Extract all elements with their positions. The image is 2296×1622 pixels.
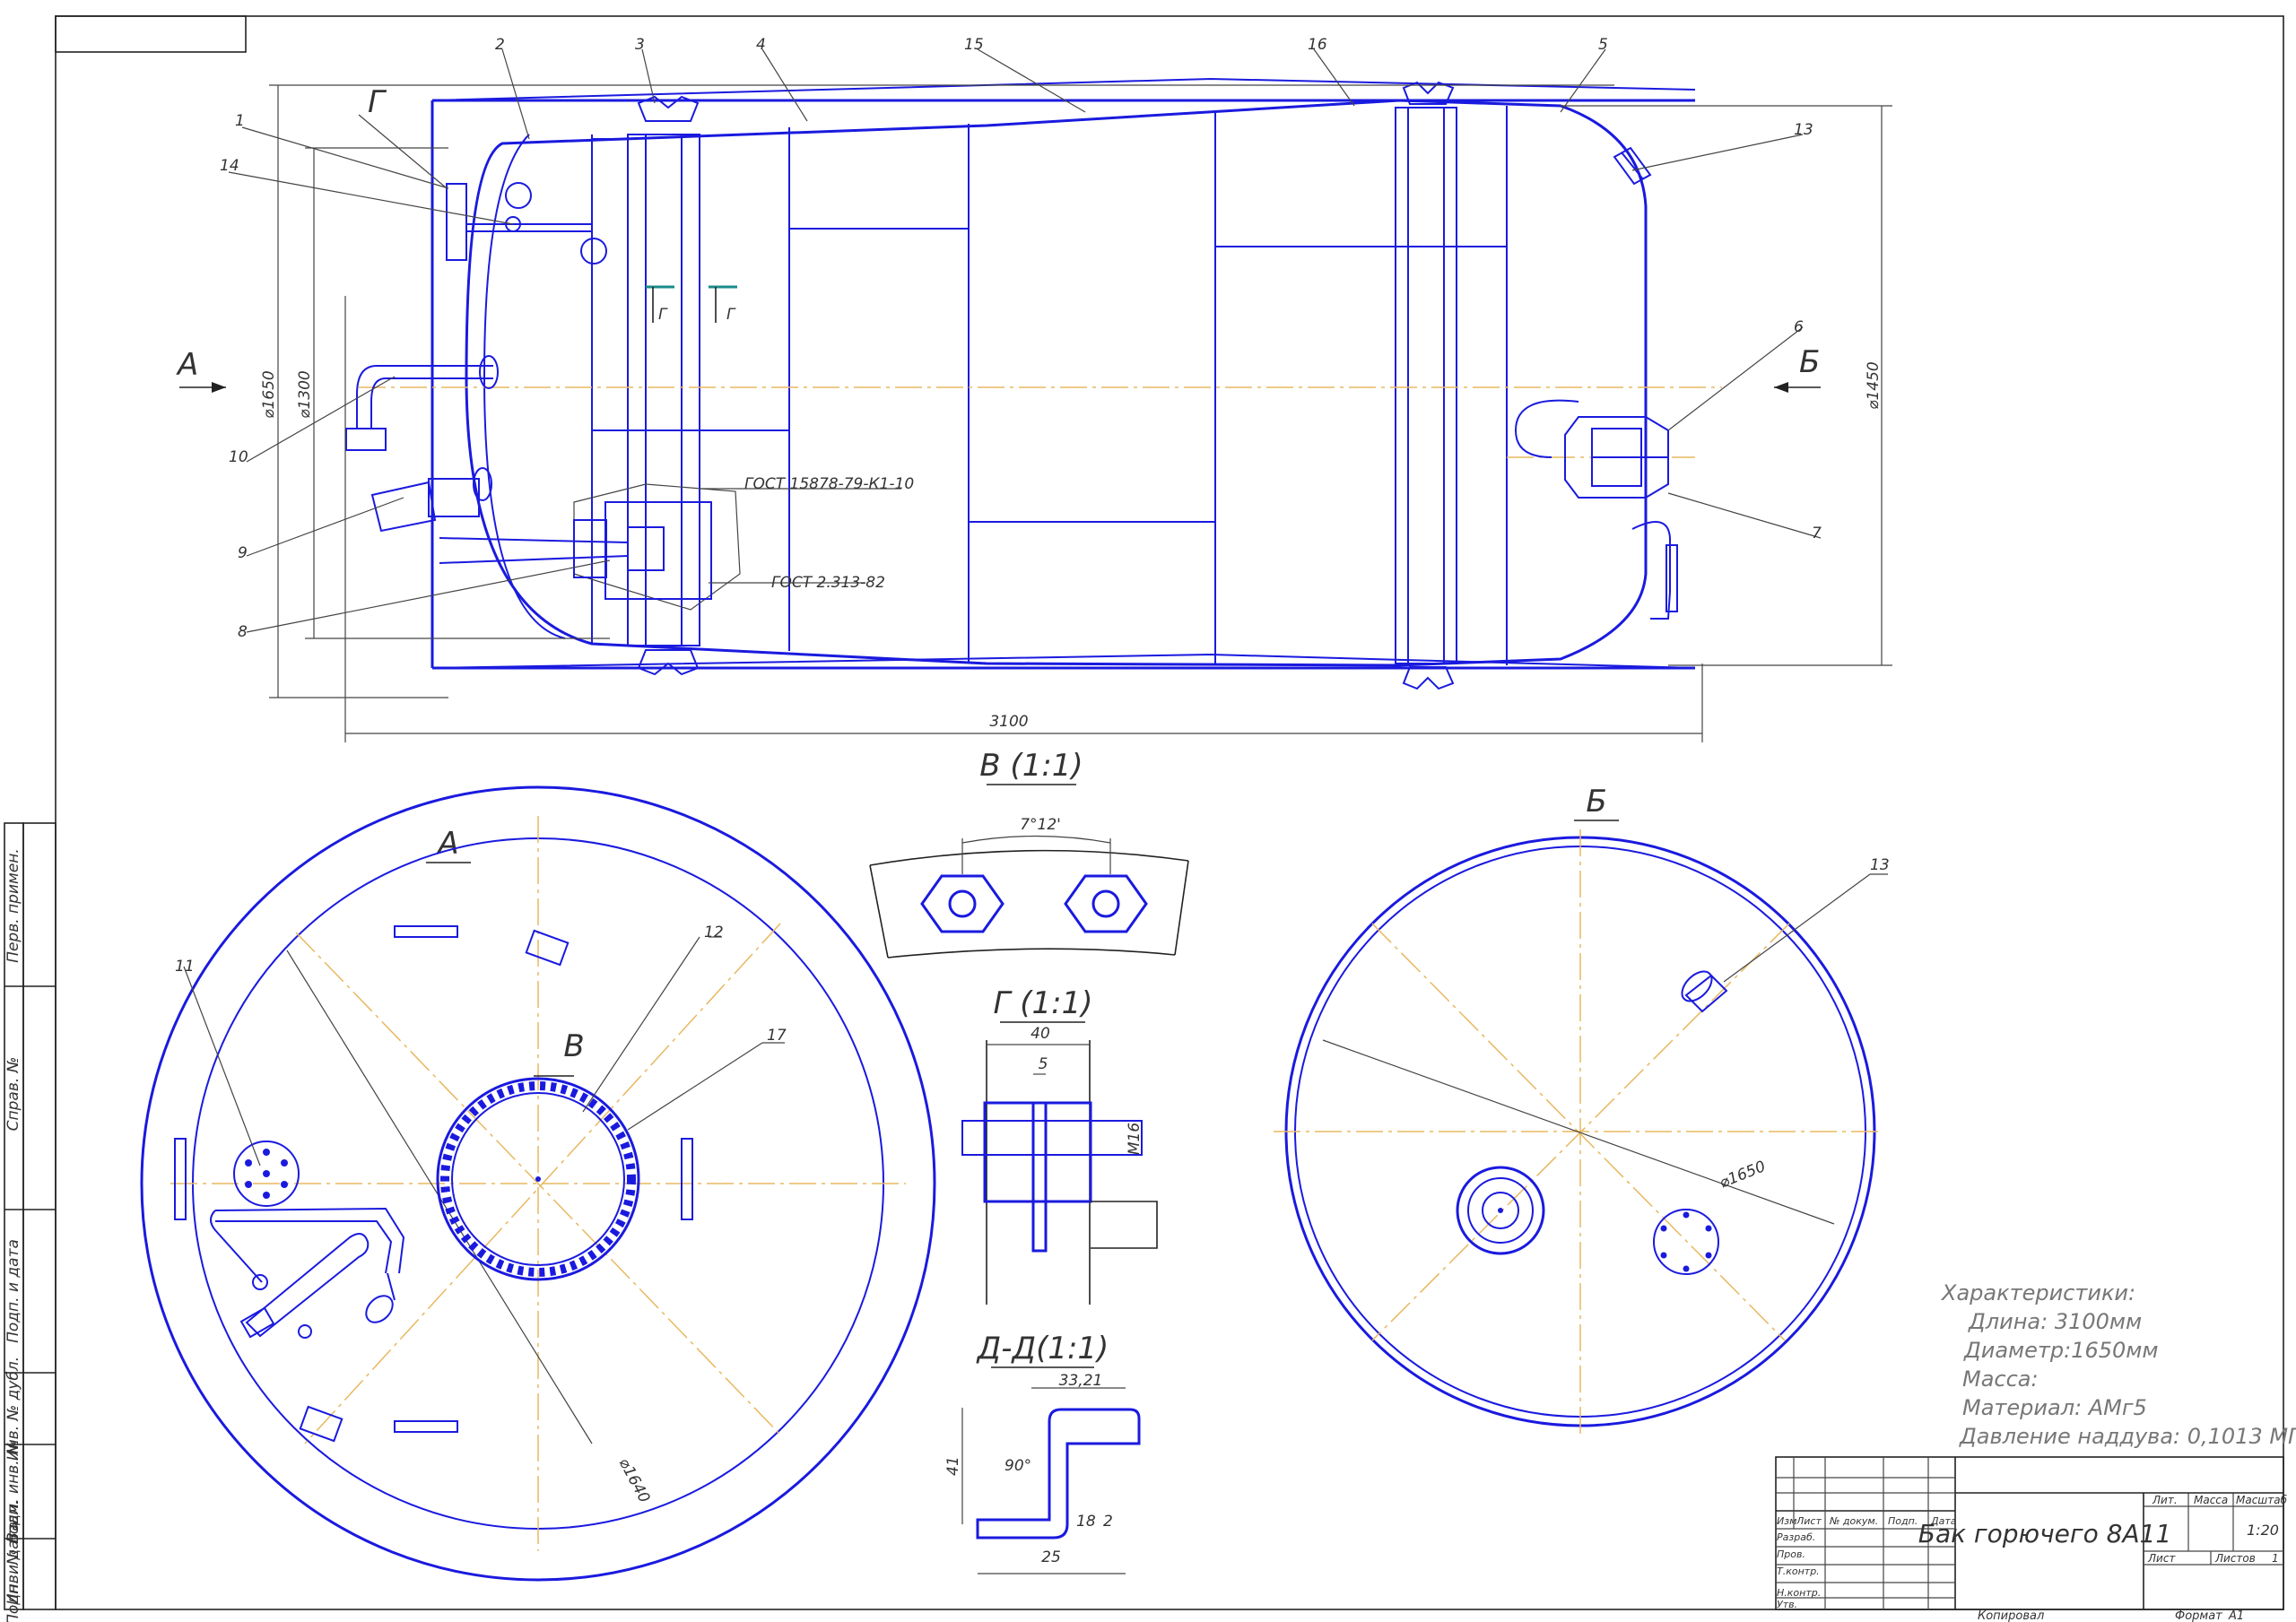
view-marker-b: Б xyxy=(1799,344,1820,380)
callout-6: 6 xyxy=(1794,318,1804,336)
dim-d1450: ⌀1450 xyxy=(1865,361,1883,410)
callout-13: 13 xyxy=(1794,121,1813,139)
callout-g: Г xyxy=(368,84,387,120)
view-g-title: Г (1:1) xyxy=(994,985,1093,1021)
sheet-label: Лист xyxy=(2147,1552,2176,1565)
callout-4: 4 xyxy=(756,36,766,54)
role-utv: Утв. xyxy=(1777,1599,1797,1610)
view-b-callout-13: 13 xyxy=(1870,856,1890,874)
view-v-title: В (1:1) xyxy=(979,748,1083,784)
side-stamp-4: Инв. № дубл. xyxy=(4,1357,22,1461)
scale-label: Масштаб xyxy=(2236,1494,2288,1506)
view-a-callout-17: 17 xyxy=(767,1027,787,1045)
col-sign: Подп. xyxy=(1888,1515,1918,1527)
section-mark-right: Г xyxy=(726,306,736,324)
callout-2: 2 xyxy=(495,36,505,54)
view-g: Г (1:1) 40 5 М16 xyxy=(961,985,1158,1305)
col-date: Дата xyxy=(1930,1515,1957,1527)
view-a-callout-11: 11 xyxy=(175,958,195,976)
format-value: А1 xyxy=(2228,1609,2244,1622)
dim-d1300: ⌀1300 xyxy=(296,370,314,419)
side-stamp-7: Инв. № подл. xyxy=(4,1500,22,1605)
scale-value: 1:20 xyxy=(2247,1522,2279,1539)
role-tkontr: Т.контр. xyxy=(1777,1566,1820,1577)
view-g-dim-gap: 5 xyxy=(1039,1055,1048,1073)
view-b: Б 13 ⌀1650 xyxy=(1274,784,1890,1435)
view-b-dim-diameter: ⌀1650 xyxy=(1717,1158,1768,1193)
callout-16: 16 xyxy=(1308,36,1327,54)
sheets-label: Листов xyxy=(2214,1552,2256,1565)
characteristics-line-5: Давление наддува: 0,1013 МПа xyxy=(1959,1424,2296,1449)
callout-3: 3 xyxy=(635,36,645,54)
characteristics-line-2: Диаметр:1650мм xyxy=(1963,1338,2159,1363)
main-leaders xyxy=(228,48,1822,633)
view-a-detail-mark: В xyxy=(563,1028,584,1064)
dim-length: 3100 xyxy=(989,713,1028,731)
sheet-frame: Перв. примен. Справ. № Подп. и дата Инв.… xyxy=(4,15,2284,1622)
callout-7: 7 xyxy=(1812,525,1822,542)
view-d-dim-top: 33,21 xyxy=(1059,1372,1103,1390)
view-a-dim-diameter: ⌀1640 xyxy=(615,1455,654,1506)
copied-label: Копировал xyxy=(1978,1609,2044,1622)
callout-9: 9 xyxy=(238,544,248,562)
side-stamp-5: Взам. инв. № xyxy=(4,1439,22,1542)
view-d-dim-angle: 90° xyxy=(1004,1457,1031,1475)
role-prov: Пров. xyxy=(1777,1548,1805,1560)
callout-5: 5 xyxy=(1598,36,1608,54)
view-a-title: А xyxy=(436,826,458,862)
col-list: Лист xyxy=(1796,1515,1822,1527)
characteristics-line-1: Длина: 3100мм xyxy=(1968,1309,2142,1334)
gost-top: ГОСТ 15878-79-К1-10 xyxy=(744,475,914,493)
view-v-angle: 7°12' xyxy=(1020,816,1061,834)
view-a-callout-12: 12 xyxy=(704,924,724,941)
view-d-dim-bottom: 25 xyxy=(1041,1548,1061,1566)
role-razrab: Разраб. xyxy=(1777,1531,1815,1543)
characteristics-heading: Характеристики: xyxy=(1940,1280,2135,1305)
callout-14: 14 xyxy=(220,157,239,175)
characteristics-line-4: Материал: АМг5 xyxy=(1962,1395,2147,1420)
view-v: В (1:1) 7°12' xyxy=(869,748,1189,958)
dim-d1650: ⌀1650 xyxy=(260,370,278,419)
role-nkontr: Н.контр. xyxy=(1777,1587,1821,1599)
view-g-dim-thread: М16 xyxy=(1126,1123,1144,1155)
characteristics: Характеристики: Длина: 3100мм Диаметр:16… xyxy=(1940,1280,2296,1449)
main-dimensions xyxy=(269,84,1892,742)
side-stamp-6: Подп. и дата xyxy=(4,1522,22,1622)
view-a: А xyxy=(140,785,936,1582)
drawing-title: Бак горючего 8А11 xyxy=(1918,1519,2171,1548)
sheets-value: 1 xyxy=(2272,1552,2279,1565)
side-stamp-2: Справ. № xyxy=(4,1057,22,1132)
callout-15: 15 xyxy=(964,36,984,54)
gost-bottom: ГОСТ 2.313-82 xyxy=(771,574,885,592)
title-block: Бак горючего 8А11 Изм Лист № докум. Подп… xyxy=(1775,1456,2288,1622)
characteristics-line-3: Масса: xyxy=(1962,1366,2039,1392)
lit-label: Лит. xyxy=(2152,1494,2178,1506)
side-stamp-1: Перв. примен. xyxy=(4,848,22,963)
col-doc: № докум. xyxy=(1829,1515,1878,1527)
view-d-title: Д-Д(1:1) xyxy=(976,1331,1109,1366)
side-stamp-3: Подп. и дата xyxy=(4,1239,22,1343)
view-d-dim-b: 2 xyxy=(1103,1513,1113,1531)
view-marker-a: А xyxy=(176,347,198,383)
main-tank-view: Г Г 1 14 Г 2 3 4 15 16 5 xyxy=(176,36,1892,742)
callout-8: 8 xyxy=(238,623,248,641)
section-mark-left: Г xyxy=(658,306,668,324)
callout-1: 1 xyxy=(235,112,245,130)
corner-header-box xyxy=(55,15,247,53)
view-b-title: Б xyxy=(1586,784,1606,820)
view-g-dim-width: 40 xyxy=(1031,1025,1050,1043)
col-izm: Изм xyxy=(1777,1515,1796,1527)
view-d: Д-Д(1:1) 33,21 41 90° 18 2 25 xyxy=(944,1331,1141,1574)
mass-label: Масса xyxy=(2194,1494,2228,1506)
view-d-dim-height: 41 xyxy=(944,1456,962,1476)
view-d-dim-a: 18 xyxy=(1076,1513,1096,1531)
callout-10: 10 xyxy=(229,448,248,466)
format-label: Формат xyxy=(2175,1609,2222,1622)
